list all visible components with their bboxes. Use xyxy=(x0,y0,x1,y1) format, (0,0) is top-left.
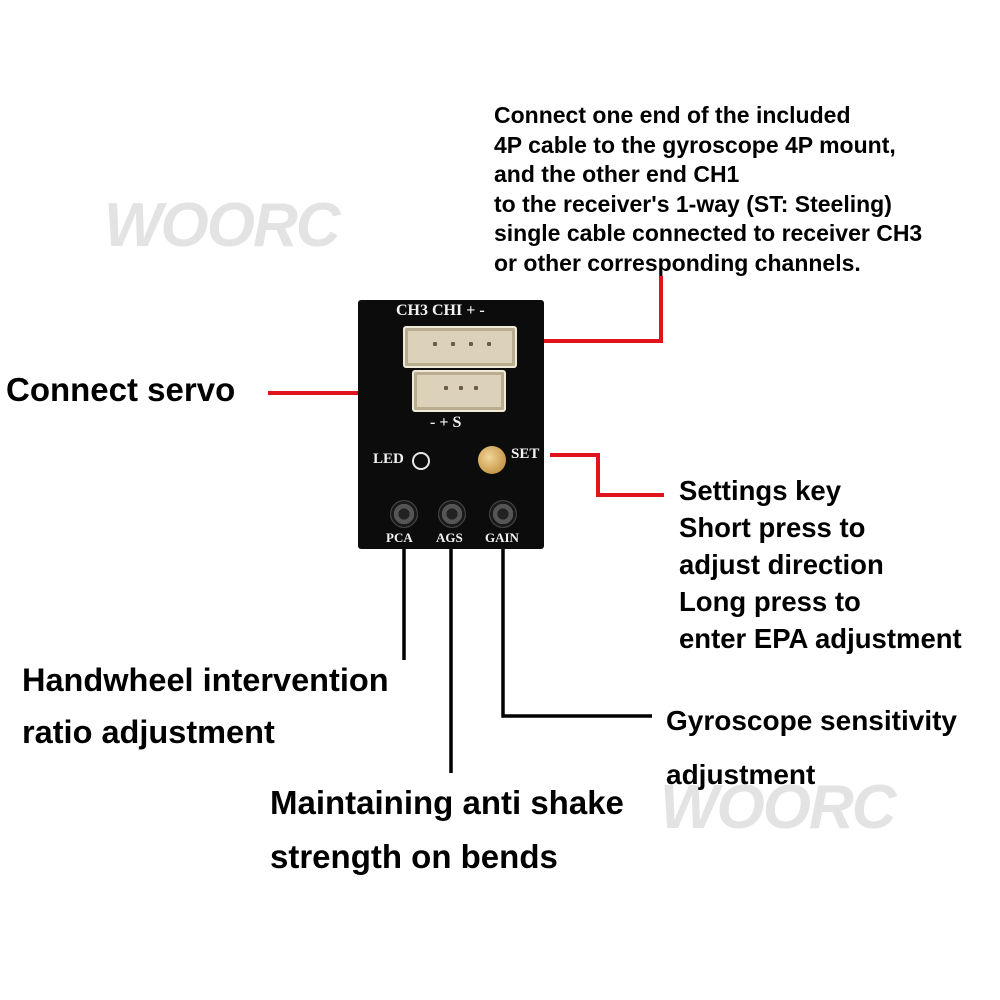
leader-top xyxy=(518,276,663,343)
callout-line: 4P cable to the gyroscope 4P mount, xyxy=(494,131,896,158)
callout-line: Short press to xyxy=(679,512,866,543)
watermark-logo: WOORC xyxy=(660,773,897,842)
silk-gain-label: GAIN xyxy=(485,530,519,545)
silk-set-label: SET xyxy=(511,446,540,462)
callout-ags: Maintaining anti shake strength on bends xyxy=(270,776,624,884)
silk-servo-pins: - + S xyxy=(430,414,462,431)
callout-4p-cable: Connect one end of the included 4P cable… xyxy=(494,101,922,278)
callout-gain: Gyroscope sensitivity adjustment xyxy=(666,694,957,802)
leader-set xyxy=(550,453,664,497)
gain-potentiometer[interactable] xyxy=(489,500,517,528)
silk-pca-label: PCA xyxy=(386,530,413,545)
callout-line: adjust direction xyxy=(679,549,884,580)
callout-line: to the receiver's 1-way (ST: Steeling) xyxy=(494,190,892,217)
watermark-logo: WOORC xyxy=(104,191,341,260)
callout-line: enter EPA adjustment xyxy=(679,623,962,654)
callout-line: Connect servo xyxy=(6,371,236,408)
callout-servo: Connect servo xyxy=(6,369,235,411)
callout-line: Connect one end of the included xyxy=(494,102,851,128)
callout-settings-key: Settings key Short press to adjust direc… xyxy=(679,472,962,657)
callout-line: Maintaining anti shake xyxy=(270,784,624,821)
ags-potentiometer[interactable] xyxy=(438,500,466,528)
callout-line: Handwheel intervention xyxy=(22,662,389,698)
callout-line: strength on bends xyxy=(270,838,558,875)
led-indicator xyxy=(412,452,430,470)
callout-line: or other corresponding channels. xyxy=(494,249,861,276)
callout-line: and the other end CH1 xyxy=(494,161,740,187)
callout-line: Long press to xyxy=(679,586,861,617)
callout-line: Settings key xyxy=(679,475,842,506)
callout-line: adjustment xyxy=(666,759,816,790)
callout-line: ratio adjustment xyxy=(22,714,275,750)
4p-connector[interactable] xyxy=(403,326,517,368)
silk-ags-label: AGS xyxy=(436,530,463,545)
callout-pca: Handwheel intervention ratio adjustment xyxy=(22,654,389,758)
leader-gain xyxy=(501,549,652,718)
callout-line: Gyroscope sensitivity xyxy=(666,705,958,736)
pca-potentiometer[interactable] xyxy=(390,500,418,528)
servo-connector[interactable] xyxy=(412,370,506,412)
set-button[interactable] xyxy=(478,446,506,474)
callout-line: single cable connected to receiver CH3 xyxy=(494,220,923,246)
silk-ch-label: CH3 CHI + - xyxy=(396,302,485,319)
silk-led-label: LED xyxy=(373,451,404,467)
